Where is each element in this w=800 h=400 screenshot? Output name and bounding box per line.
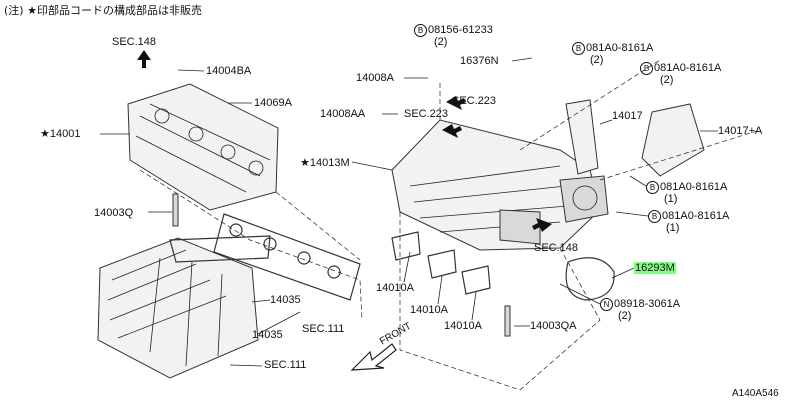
front-arrow-icon <box>350 343 397 371</box>
bolt-symbol: B <box>648 210 661 223</box>
assembly-lines <box>139 59 761 391</box>
part-14008A-label[interactable]: 14008A <box>356 72 394 84</box>
part-14001-label[interactable]: ★14001 <box>40 128 81 140</box>
bolt-symbol: B <box>414 24 427 37</box>
part-14069A-label[interactable]: 14069A <box>254 97 292 109</box>
bolt-08156-qty: (2) <box>434 36 448 48</box>
arrow-icons <box>137 50 552 232</box>
part-14013M-label[interactable]: ★14013M <box>300 157 350 169</box>
part-14017-label[interactable]: 14017 <box>612 110 643 122</box>
bolt-symbol: B <box>572 42 585 55</box>
part-14017A-label[interactable]: 14017+A <box>718 125 763 137</box>
part-16293M-label[interactable]: 16293M <box>634 262 676 274</box>
bolt-symbol: B <box>646 181 659 194</box>
bolt-081A0-qty-4: (1) <box>666 222 680 234</box>
part-14010A-label-3[interactable]: 14010A <box>444 320 482 332</box>
part-14035-label-2[interactable]: 14035 <box>252 329 283 341</box>
bolt-081A0-qty-3: (1) <box>664 193 678 205</box>
bolt-081A0-qty-2: (2) <box>660 74 674 86</box>
sec223-label-2[interactable]: SEC.223 <box>404 108 449 120</box>
part-16376N-label[interactable]: 16376N <box>460 55 499 67</box>
sec148-label-2[interactable]: SEC.148 <box>534 242 579 254</box>
part-14010A-label-1[interactable]: 14010A <box>376 282 414 294</box>
sec111-label-1[interactable]: SEC.111 <box>302 323 345 335</box>
sec223-label-1[interactable]: SEC.223 <box>452 95 497 107</box>
nut-symbol: N <box>600 298 613 311</box>
part-14010A-label-2[interactable]: 14010A <box>410 304 448 316</box>
part-14003QA-label[interactable]: 14003QA <box>530 320 577 332</box>
bracket-drawing <box>565 99 705 177</box>
manifold-gasket-drawing <box>169 213 361 301</box>
small-gasket-drawing <box>391 231 491 295</box>
part-14003Q-label[interactable]: 14003Q <box>94 207 134 219</box>
intake-manifold-drawing <box>391 119 609 251</box>
bolt-symbol: B <box>640 62 653 75</box>
leader-lines <box>100 57 718 367</box>
bolt-081A0-qty-1: (2) <box>590 54 604 66</box>
part-14008AA-label[interactable]: 14008AA <box>320 108 366 120</box>
sec111-label-2[interactable]: SEC.111 <box>264 359 307 371</box>
stud-drawing <box>172 193 511 337</box>
lower-intake-drawing <box>127 83 279 211</box>
part-14004BA-label[interactable]: 14004BA <box>206 65 252 77</box>
nut-08918-qty: (2) <box>618 310 632 322</box>
throttle-gasket-drawing <box>565 257 615 301</box>
cylinder-head-drawing <box>97 237 259 379</box>
drawing-number: A140A546 <box>732 388 779 399</box>
sec148-label[interactable]: SEC.148 <box>112 36 157 48</box>
non-sale-note: (注) ★印部品コードの構成部品は非販売 <box>4 4 202 17</box>
part-14035-label-1[interactable]: 14035 <box>270 294 301 306</box>
